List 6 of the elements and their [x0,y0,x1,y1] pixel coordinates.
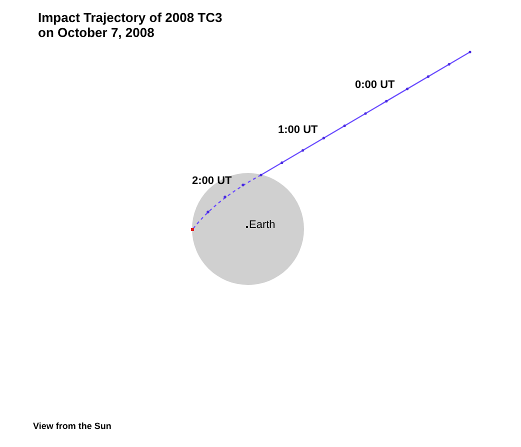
chart-title: Impact Trajectory of 2008 TC3 on October 7, 2008 [38,10,224,40]
caption: View from the Sun [33,421,112,431]
time-label: 0:00 UT [355,79,395,91]
node-label: Earth [249,219,276,231]
time-label: 1:00 UT [278,124,318,136]
time-label: 2:00 UT [192,175,232,187]
